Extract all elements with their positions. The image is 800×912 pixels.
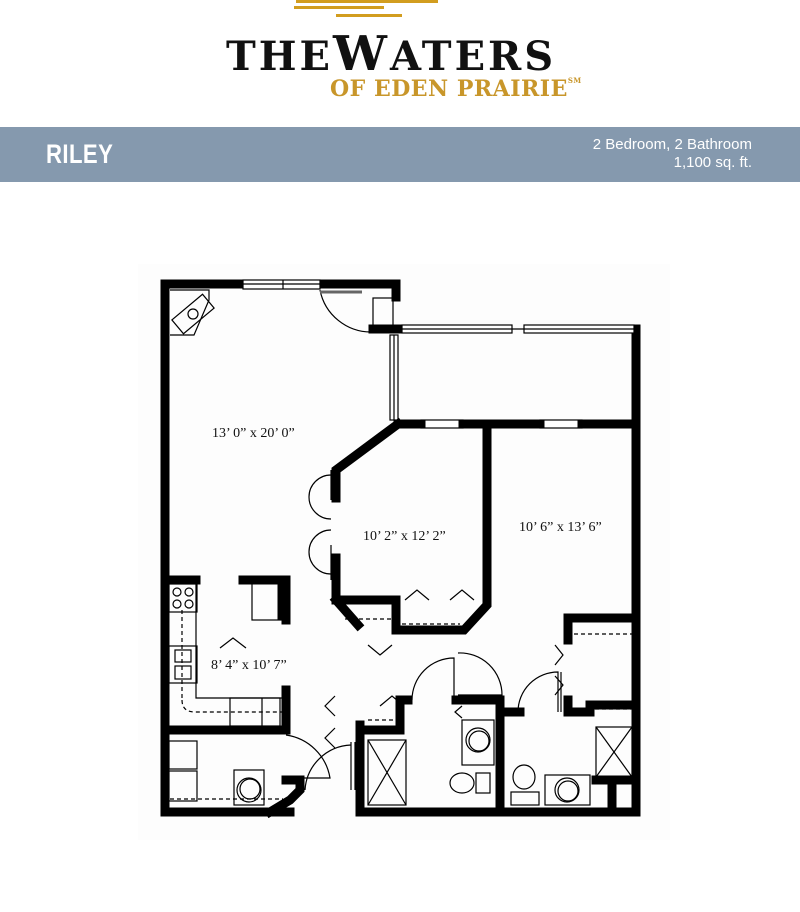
plan-info: 2 Bedroom, 2 Bathroom 1,100 sq. ft. xyxy=(593,136,752,172)
interior-walls xyxy=(160,417,641,819)
bedrooms-bathrooms: 2 Bedroom, 2 Bathroom xyxy=(592,136,752,153)
logo-subtitle: OF EDEN PRAIRIESM xyxy=(330,76,582,102)
floor-plan: 13’ 0” x 20’ 0” 10’ 2” x 12’ 2” 10’ 6” x… xyxy=(138,264,670,840)
closet-chevrons xyxy=(219,589,564,749)
service-mark: SM xyxy=(567,76,582,85)
logo-aters: ATERS xyxy=(389,33,557,80)
room-dimensions-bedroom-2: 10’ 2” x 12’ 2” xyxy=(363,529,446,544)
plan-banner: RILEY 2 Bedroom, 2 Bathroom 1,100 sq. ft… xyxy=(0,127,800,182)
bath2-fixtures xyxy=(510,726,633,806)
plan-name: RILEY xyxy=(46,139,114,169)
room-dimensions-living: 13’ 0” x 20’ 0” xyxy=(212,426,295,441)
room-dimensions-master-bedroom: 10’ 6” x 13’ 6” xyxy=(519,520,602,535)
kitchen-fixtures xyxy=(168,577,283,727)
windows xyxy=(242,279,635,429)
logo-wordmark: THEWATERS xyxy=(226,26,556,82)
bath1-fixtures xyxy=(367,719,499,806)
brand-logo: THEWATERS OF EDEN PRAIRIESM xyxy=(0,0,800,120)
logo-w: W xyxy=(333,26,390,82)
laundry-fixtures xyxy=(168,740,265,806)
square-footage: 1,100 sq. ft. xyxy=(673,154,752,171)
logo-accent-line xyxy=(294,6,384,9)
floor-plan-drawing xyxy=(160,279,641,819)
logo-accent-line xyxy=(296,0,438,3)
fireplace xyxy=(170,289,394,336)
logo-accent-line xyxy=(336,14,402,17)
logo-subtitle-text: OF EDEN PRAIRIE xyxy=(330,76,568,102)
doors xyxy=(285,289,562,791)
room-dimensions-kitchen: 8’ 4” x 10’ 7” xyxy=(211,658,287,673)
logo-the: THE xyxy=(226,33,334,80)
